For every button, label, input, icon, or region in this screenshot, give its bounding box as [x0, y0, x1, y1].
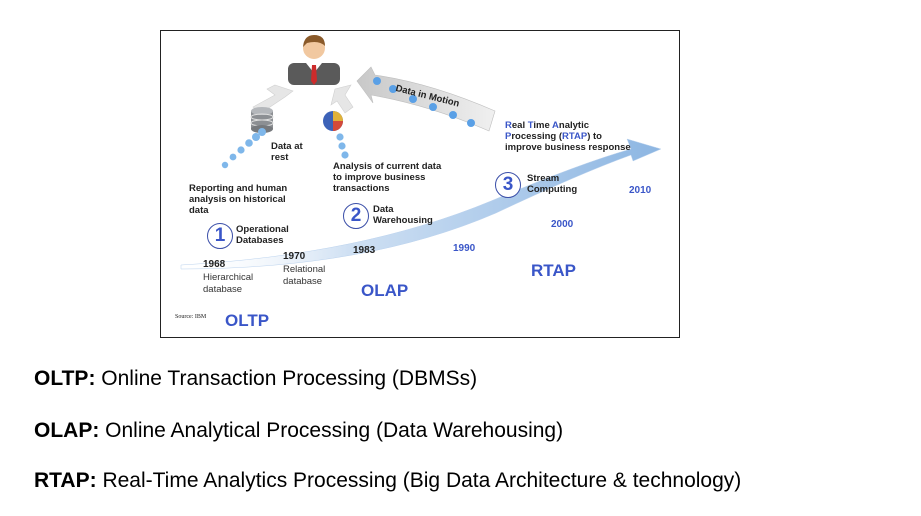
rtap-term: RTAP: — [34, 469, 97, 492]
stage-1-number: 1 — [207, 223, 233, 249]
rtap-t: T — [527, 120, 534, 131]
rtap-desc-1: eal — [511, 120, 528, 131]
stage-2-description: Analysis of current data to improve busi… — [333, 161, 442, 194]
stage-3-name: Stream Computing — [527, 173, 578, 195]
pointer-arrow-right — [330, 84, 354, 114]
milestone-1968-text: Hierarchical database — [203, 272, 254, 295]
rtap-r: R — [505, 120, 512, 131]
person-icon — [288, 35, 340, 85]
rtap-text: Real-Time Analytics Processing (Big Data… — [96, 469, 742, 492]
year-1968: 1968 — [203, 259, 226, 270]
diagram-graphics — [180, 35, 662, 270]
rtap-description: Real Time Analytic Processing (RTAP) to … — [505, 109, 631, 153]
year-2000: 2000 — [551, 219, 574, 230]
data-in-motion-arrow — [356, 66, 496, 132]
year-1970: 1970 — [283, 251, 306, 262]
rtap-p: P — [505, 131, 512, 142]
year-2010: 2010 — [629, 185, 652, 196]
growth-arrow — [180, 138, 662, 270]
milestone-1970-text: Relational database — [283, 264, 326, 287]
stage-2-name: Data Warehousing — [373, 204, 433, 226]
stage-1-name: Operational Databases — [236, 224, 289, 246]
era-rtap: RTAP — [531, 261, 577, 280]
era-oltp: OLTP — [225, 311, 270, 330]
rtap-desc-5: ) to improve business response — [505, 131, 631, 153]
definition-rtap: RTAP: Real-Time Analytics Processing (Bi… — [34, 469, 741, 493]
evolution-diagram: Data in Motion Data at rest Real Time An… — [160, 30, 680, 338]
stage-2-number: 2 — [343, 203, 369, 229]
data-in-motion-bubbles — [373, 77, 475, 127]
rtap-abbr: RTAP — [562, 131, 588, 142]
data-at-rest-bubbles — [221, 128, 266, 169]
definition-oltp: OLTP: Online Transaction Processing (DBM… — [34, 367, 477, 391]
year-1983: 1983 — [353, 245, 376, 256]
source-label: Source: IBM — [175, 314, 207, 320]
definition-olap: OLAP: Online Analytical Processing (Data… — [34, 419, 563, 443]
year-1990: 1990 — [453, 243, 476, 254]
rtap-desc-3: nalytic — [558, 120, 590, 131]
rtap-desc-4: rocessing ( — [511, 131, 563, 142]
rest-label: Data at rest — [271, 141, 303, 163]
era-olap: OLAP — [361, 281, 409, 300]
warehouse-bubbles — [336, 133, 349, 159]
oltp-term: OLTP: — [34, 367, 96, 390]
stage-3-number: 3 — [495, 172, 521, 198]
olap-term: OLAP: — [34, 419, 100, 442]
pie-chart-icon — [323, 111, 343, 131]
rtap-a: A — [552, 120, 559, 131]
olap-text: Online Analytical Processing (Data Wareh… — [99, 419, 564, 442]
stage-1-description: Reporting and human analysis on historic… — [189, 183, 288, 216]
rtap-desc-2: ime — [533, 120, 553, 131]
oltp-text: Online Transaction Processing (DBMSs) — [95, 367, 478, 390]
